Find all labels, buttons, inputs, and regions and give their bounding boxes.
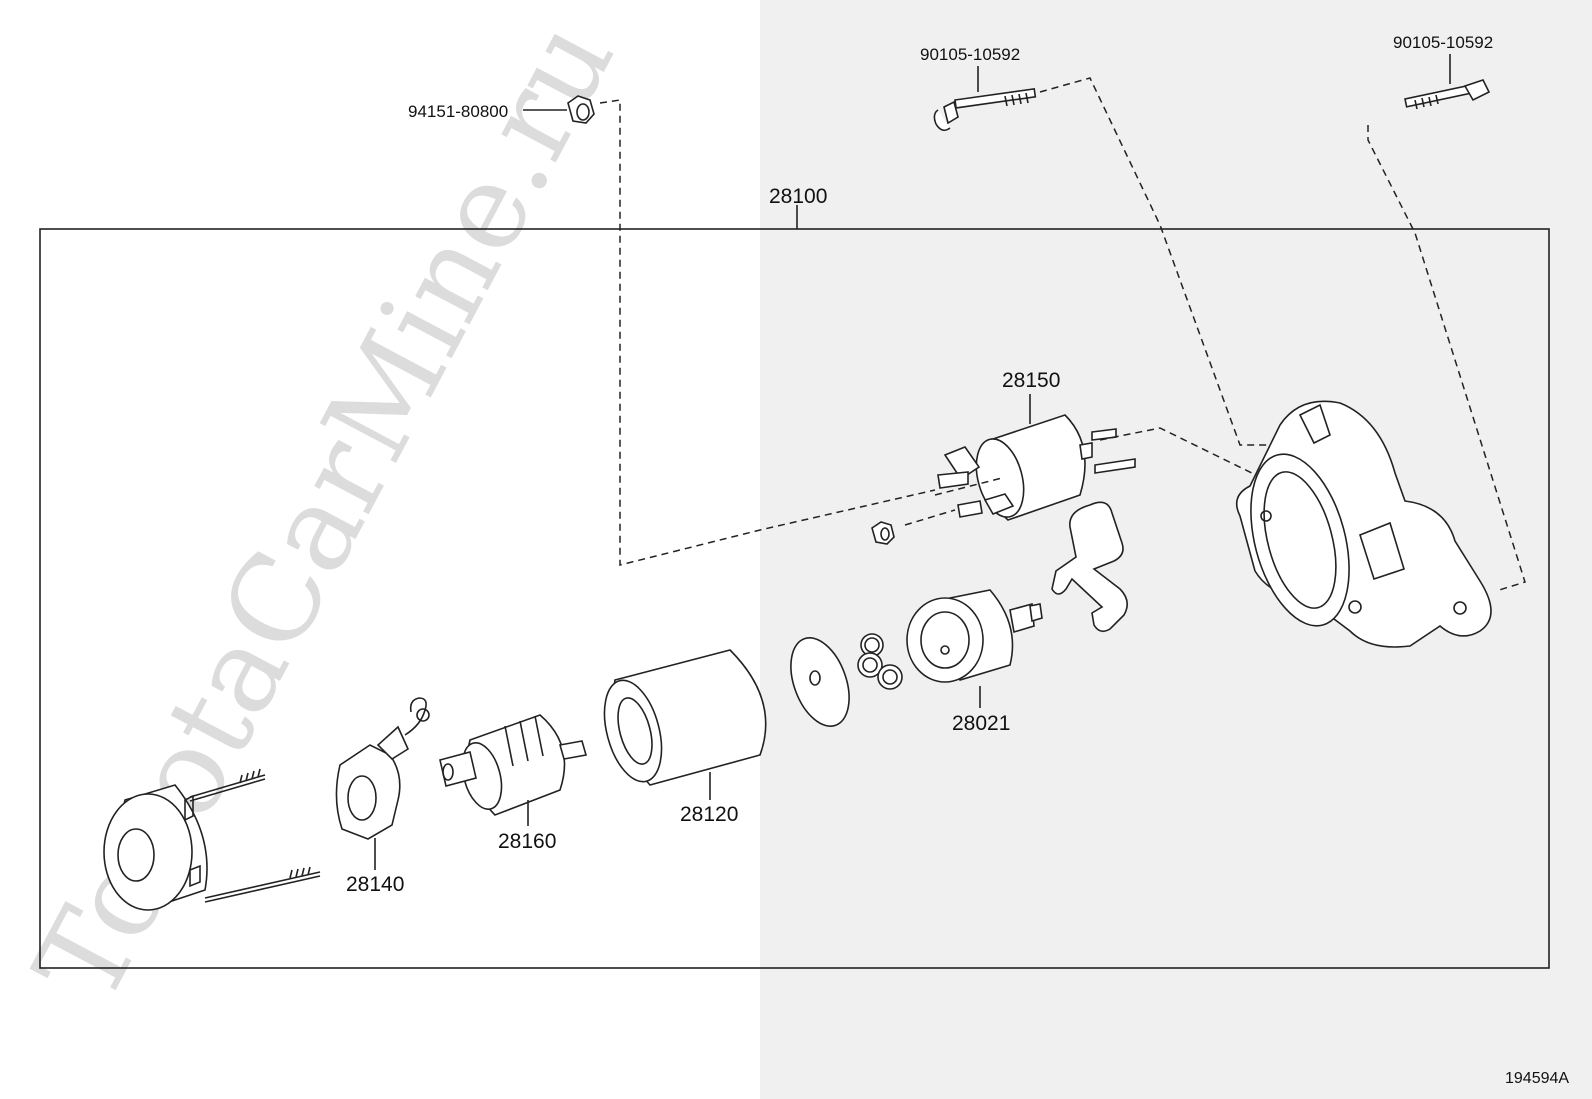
solenoid-icon: [937, 414, 1136, 521]
solenoid-housing-dashed-link: [1099, 427, 1263, 479]
small-nut-icon: [871, 521, 895, 545]
end-frame-icon: [103, 784, 208, 911]
small-nut-dashed-link: [904, 509, 956, 526]
nut-part-number[interactable]: 94151-80800: [408, 102, 508, 121]
armature-icon: [439, 714, 588, 816]
clutch-icon: [906, 589, 1043, 683]
yoke-icon: [603, 649, 767, 786]
nut-dashed-leader: [599, 99, 936, 566]
through-bolt-lower-icon: [204, 866, 321, 903]
diagram-code: 194594A: [1505, 1070, 1569, 1087]
plate-icon: [790, 637, 850, 727]
solenoid-part-number[interactable]: 28150: [1002, 369, 1060, 392]
bolt-b-part-number[interactable]: 90105-10592: [1393, 33, 1493, 52]
yoke-part-number[interactable]: 28120: [680, 803, 738, 826]
clutch-part-number[interactable]: 28021: [952, 712, 1010, 735]
watermark: ToyotaCarMine.ru: [8, 0, 640, 1023]
bolt-b-dashed-leader: [1367, 125, 1526, 592]
assembly-part-number[interactable]: 28100: [769, 185, 827, 208]
bolt-a-dashed-leader: [1039, 77, 1270, 446]
bolt-a-part-number[interactable]: 90105-10592: [920, 45, 1020, 64]
through-bolt-upper-icon: [189, 768, 266, 802]
starter-housing-icon: [1235, 400, 1492, 648]
bolt-b-icon: [1404, 79, 1491, 110]
brush-holder-part-number[interactable]: 28140: [346, 873, 404, 896]
lever-icon: [1051, 501, 1128, 633]
planetary-gears-icon: [857, 633, 903, 690]
brush-holder-icon: [335, 697, 430, 840]
armature-part-number[interactable]: 28160: [498, 830, 556, 853]
nut-icon: [567, 95, 595, 124]
bolt-a-icon: [933, 87, 1037, 132]
assembly-frame: [39, 228, 1550, 969]
